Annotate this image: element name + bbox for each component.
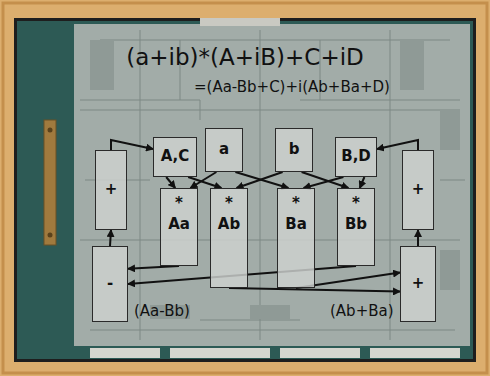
- data-flow-arrow: [110, 230, 111, 246]
- frame-edge: [3, 3, 487, 373]
- data-flow-arrow: [166, 177, 175, 188]
- formula-expansion: =(Aa-Bb+C)+i(Ab+Ba+D): [194, 78, 390, 96]
- data-flow-arrow: [235, 172, 288, 188]
- node-text: A,C: [161, 148, 190, 165]
- result-label: (Aa-Bb): [134, 302, 190, 320]
- backing: [17, 21, 473, 359]
- board: [74, 24, 470, 346]
- node-text: b: [289, 141, 300, 158]
- data-flow-arrow: [128, 266, 179, 269]
- node-text: Ab: [218, 216, 240, 233]
- node-text: Bb: [345, 216, 367, 233]
- traces: [80, 30, 465, 340]
- node-text: -: [107, 275, 113, 292]
- multiplier-box: * Aa: [160, 188, 198, 266]
- node-text: *: [225, 195, 233, 212]
- frame-inner: [14, 18, 476, 362]
- data-flow-arrow: [417, 230, 419, 246]
- data-flow-arrow: [360, 177, 365, 188]
- brass-bracket: [44, 120, 56, 245]
- node-text: *: [292, 195, 300, 212]
- data-flow-arrow: [229, 288, 400, 292]
- operation-box: +: [400, 246, 436, 322]
- operation-box: +: [95, 150, 127, 230]
- multiplier-box: * Ba: [277, 188, 315, 288]
- register-box: B,D: [335, 137, 377, 177]
- top-connector: [200, 18, 280, 26]
- node-text: a: [219, 141, 229, 158]
- operation-box: a: [205, 128, 243, 172]
- node-text: +: [412, 181, 425, 198]
- data-flow-arrow: [304, 177, 344, 188]
- operation-box: +: [402, 150, 434, 230]
- node-text: +: [412, 275, 425, 292]
- node-text: Aa: [168, 216, 190, 233]
- data-flow-arrow: [111, 140, 153, 150]
- register-box: A,C: [153, 137, 197, 177]
- data-flow-arrow: [377, 140, 418, 150]
- node-text: +: [105, 181, 118, 198]
- node-text: *: [175, 195, 183, 212]
- node-text: *: [352, 195, 360, 212]
- formula-title: (a+ib)*(A+iB)+C+iD: [126, 44, 364, 70]
- node-text: B,D: [341, 148, 371, 165]
- data-flow-arrow: [237, 172, 283, 188]
- operation-box: -: [92, 246, 128, 322]
- operation-box: b: [275, 128, 313, 172]
- multiplier-box: * Bb: [337, 188, 375, 266]
- multiplier-box: * Ab: [210, 188, 248, 288]
- node-text: Ba: [285, 216, 307, 233]
- edge-connectors: [90, 348, 460, 358]
- result-label: (Ab+Ba): [330, 302, 394, 320]
